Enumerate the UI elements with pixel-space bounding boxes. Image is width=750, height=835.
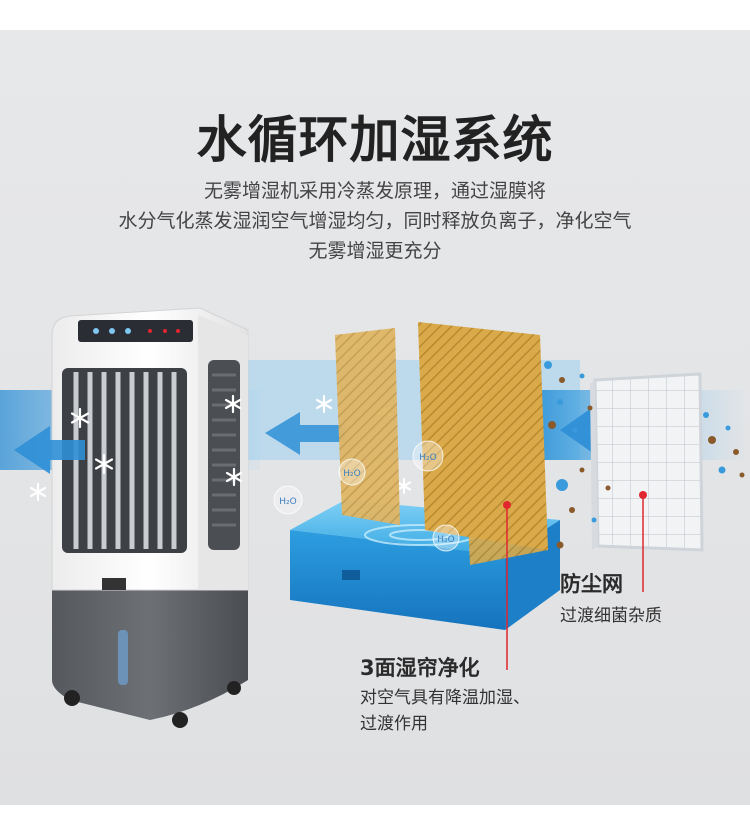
wet-curtain-title: 3面湿帘净化 xyxy=(360,656,480,680)
water-molecule-icon: H₂O xyxy=(432,524,460,552)
water-molecule-icon: H₂O xyxy=(273,485,303,515)
arrow-left-icon xyxy=(14,426,85,474)
humidifier-illustration: H₂O H₂O H₂O H₂O xyxy=(0,307,750,728)
callout-dust-filter xyxy=(639,491,647,592)
snowflake-icon xyxy=(94,453,114,475)
headline: 水循环加湿系统 xyxy=(196,111,554,169)
brand-logo xyxy=(102,578,126,590)
marker-dot-icon xyxy=(503,501,511,509)
water-level-window xyxy=(118,630,128,685)
air-cooler-unit xyxy=(51,307,249,728)
snowflake-icon xyxy=(224,394,242,414)
front-louver xyxy=(62,368,187,553)
wheel-right xyxy=(172,712,188,728)
marker-dot-icon xyxy=(639,491,647,499)
svg-text:H₂O: H₂O xyxy=(343,469,360,479)
description-line-3: 无雾增湿更充分 xyxy=(308,240,442,262)
water-molecule-icon: H₂O xyxy=(338,458,366,486)
snowflake-icon xyxy=(396,477,412,495)
wet-curtain-pads xyxy=(335,322,548,565)
snowflake-icon xyxy=(29,482,47,502)
description-line-2: 水分气化蒸发湿润空气增湿均匀，同时释放负离子，净化空气 xyxy=(118,210,632,232)
snowflake-icon xyxy=(315,394,333,414)
description-line-1: 无雾增湿机采用冷蒸发原理，通过湿膜将 xyxy=(203,180,546,202)
arrow-left-icon xyxy=(265,412,345,455)
svg-text:H₂O: H₂O xyxy=(279,497,296,507)
dust-particles xyxy=(544,361,745,549)
control-panel xyxy=(78,320,193,342)
wheel-left xyxy=(64,690,80,706)
description: 无雾增湿机采用冷蒸发原理，通过湿膜将 水分气化蒸发湿润空气增湿均匀，同时释放负离… xyxy=(0,176,750,266)
svg-text:H₂O: H₂O xyxy=(419,453,436,463)
dust-filter xyxy=(590,372,704,552)
dust-filter-text: 过渡细菌杂质 xyxy=(560,606,662,626)
wet-curtain-text-line-2: 过渡作用 xyxy=(360,714,428,734)
product-banner: 水循环加湿系统 无雾增湿机采用冷蒸发原理，通过湿膜将 水分气化蒸发湿润空气增湿均… xyxy=(0,30,750,805)
water-molecule-icon: H₂O xyxy=(412,440,444,472)
wet-curtain-text-line-1: 对空气具有降温加湿、 xyxy=(360,688,530,708)
svg-text:H₂O: H₂O xyxy=(437,535,454,545)
snowflake-icon xyxy=(225,467,243,487)
callout-wet-curtain xyxy=(503,501,511,670)
snowflake-icon xyxy=(70,407,90,429)
dust-filter-title: 防尘网 xyxy=(560,572,623,596)
